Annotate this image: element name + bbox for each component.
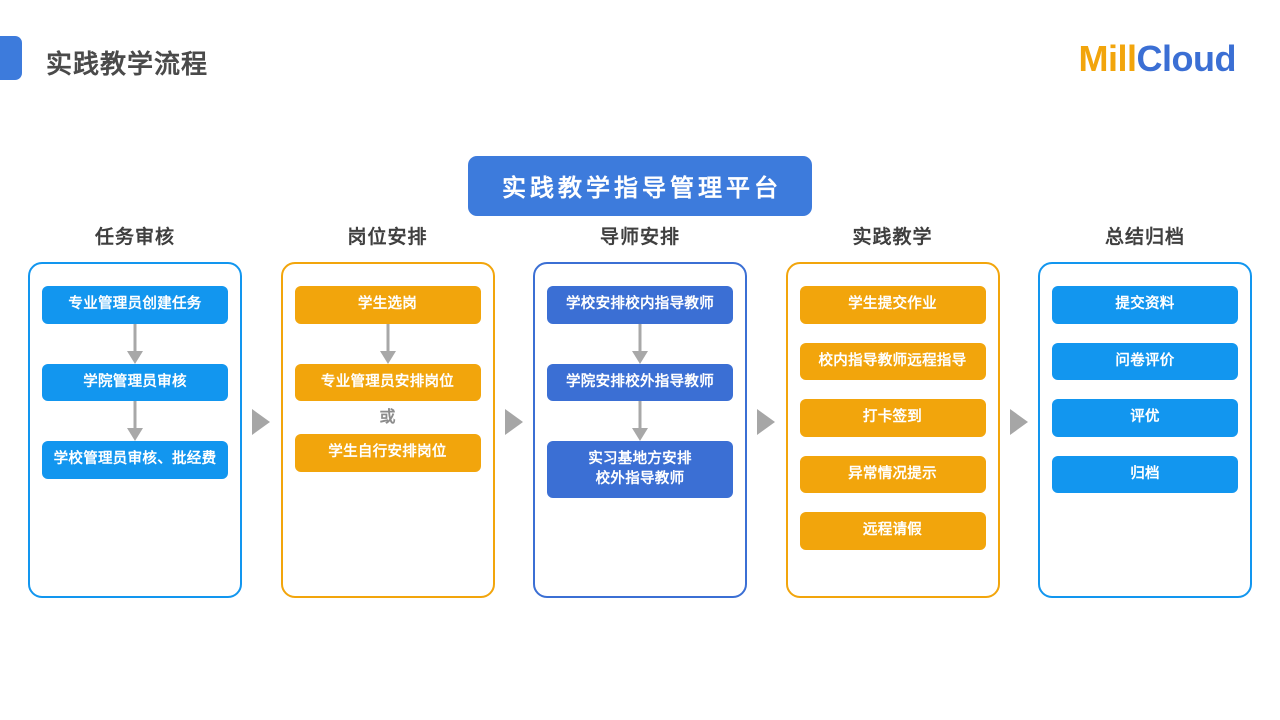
right-arrow-icon bbox=[757, 409, 776, 435]
column-title: 岗位安排 bbox=[347, 227, 428, 248]
flow-node[interactable]: 远程请假 bbox=[799, 512, 986, 550]
flow-node[interactable]: 问卷评价 bbox=[1052, 342, 1238, 381]
flow-column-task-review: 任务审核 专业管理员创建任务 学院管理员审核 学校管理员审核、批经费 bbox=[28, 222, 242, 598]
column-title: 任务审核 bbox=[94, 227, 175, 248]
brand-logo: MillCloud bbox=[1078, 38, 1237, 80]
stage-connector bbox=[1000, 254, 1039, 590]
logo-text-cloud: Cloud bbox=[1136, 38, 1237, 79]
right-arrow-icon bbox=[1009, 409, 1028, 435]
flow-node[interactable]: 学院管理员审核 bbox=[42, 363, 228, 402]
flow-node[interactable]: 实习基地方安排校外指导教师 bbox=[547, 441, 733, 499]
flow-column-summary-archive: 总结归档 提交资料 问卷评价 评优 归档 bbox=[1038, 222, 1252, 598]
page-title: 实践教学流程 bbox=[46, 49, 209, 79]
column-card: 专业管理员创建任务 学院管理员审核 学校管理员审核、批经费 bbox=[28, 262, 242, 598]
down-arrow-icon bbox=[128, 324, 142, 364]
flow-node[interactable]: 学校安排校内指导教师 bbox=[547, 286, 733, 324]
flow-column-post-assignment: 岗位安排 学生选岗 专业管理员安排岗位 或 学生自行安排岗位 bbox=[280, 222, 495, 598]
flow-node[interactable]: 学院安排校外指导教师 bbox=[547, 363, 733, 402]
right-arrow-icon bbox=[504, 409, 523, 435]
column-title: 实践教学 bbox=[852, 227, 933, 248]
flow-node[interactable]: 学生选岗 bbox=[294, 286, 481, 324]
column-card: 学校安排校内指导教师 学院安排校外指导教师 实习基地方安排校外指导教师 bbox=[533, 262, 747, 598]
alternative-separator: 或 bbox=[379, 409, 396, 427]
stage-connector bbox=[242, 254, 281, 590]
flow-node[interactable]: 异常情况提示 bbox=[799, 455, 986, 494]
column-card: 学生提交作业 校内指导教师远程指导 打卡签到 异常情况提示 远程请假 bbox=[785, 262, 1000, 598]
page-header: 实践教学流程 MillCloud bbox=[0, 0, 1280, 106]
flow-node[interactable]: 归档 bbox=[1052, 455, 1238, 494]
flow-node[interactable]: 学生提交作业 bbox=[799, 286, 986, 324]
process-flow: 任务审核 专业管理员创建任务 学院管理员审核 学校管理员审核、批经费 岗位安排 … bbox=[28, 222, 1252, 604]
down-arrow-icon bbox=[633, 401, 647, 441]
flow-node[interactable]: 学生自行安排岗位 bbox=[294, 434, 481, 472]
column-card: 提交资料 问卷评价 评优 归档 bbox=[1038, 262, 1252, 598]
flow-node[interactable]: 学校管理员审核、批经费 bbox=[42, 441, 228, 479]
flow-node[interactable]: 专业管理员创建任务 bbox=[42, 286, 228, 324]
down-arrow-icon bbox=[128, 401, 142, 441]
logo-text-mill: Mill bbox=[1078, 38, 1138, 79]
flow-column-practical-teaching: 实践教学 学生提交作业 校内指导教师远程指导 打卡签到 异常情况提示 远程请假 bbox=[785, 222, 1000, 598]
down-arrow-icon bbox=[633, 324, 647, 364]
down-arrow-icon bbox=[381, 324, 395, 364]
right-arrow-icon bbox=[252, 409, 271, 435]
platform-banner: 实践教学指导管理平台 bbox=[468, 156, 812, 216]
stage-connector bbox=[495, 254, 534, 590]
flow-node[interactable]: 专业管理员安排岗位 bbox=[294, 363, 481, 402]
column-title: 总结归档 bbox=[1104, 227, 1185, 248]
flow-node[interactable]: 校内指导教师远程指导 bbox=[799, 342, 986, 381]
flow-node[interactable]: 打卡签到 bbox=[799, 399, 986, 437]
flow-column-mentor-assignment: 导师安排 学校安排校内指导教师 学院安排校外指导教师 实习基地方安排校外指导教师 bbox=[533, 222, 747, 598]
header-accent-bar bbox=[0, 36, 22, 80]
stage-connector bbox=[747, 254, 786, 590]
flow-node[interactable]: 评优 bbox=[1052, 399, 1238, 437]
column-title: 导师安排 bbox=[599, 227, 680, 248]
flow-node[interactable]: 提交资料 bbox=[1052, 286, 1238, 324]
column-card: 学生选岗 专业管理员安排岗位 或 学生自行安排岗位 bbox=[280, 262, 495, 598]
